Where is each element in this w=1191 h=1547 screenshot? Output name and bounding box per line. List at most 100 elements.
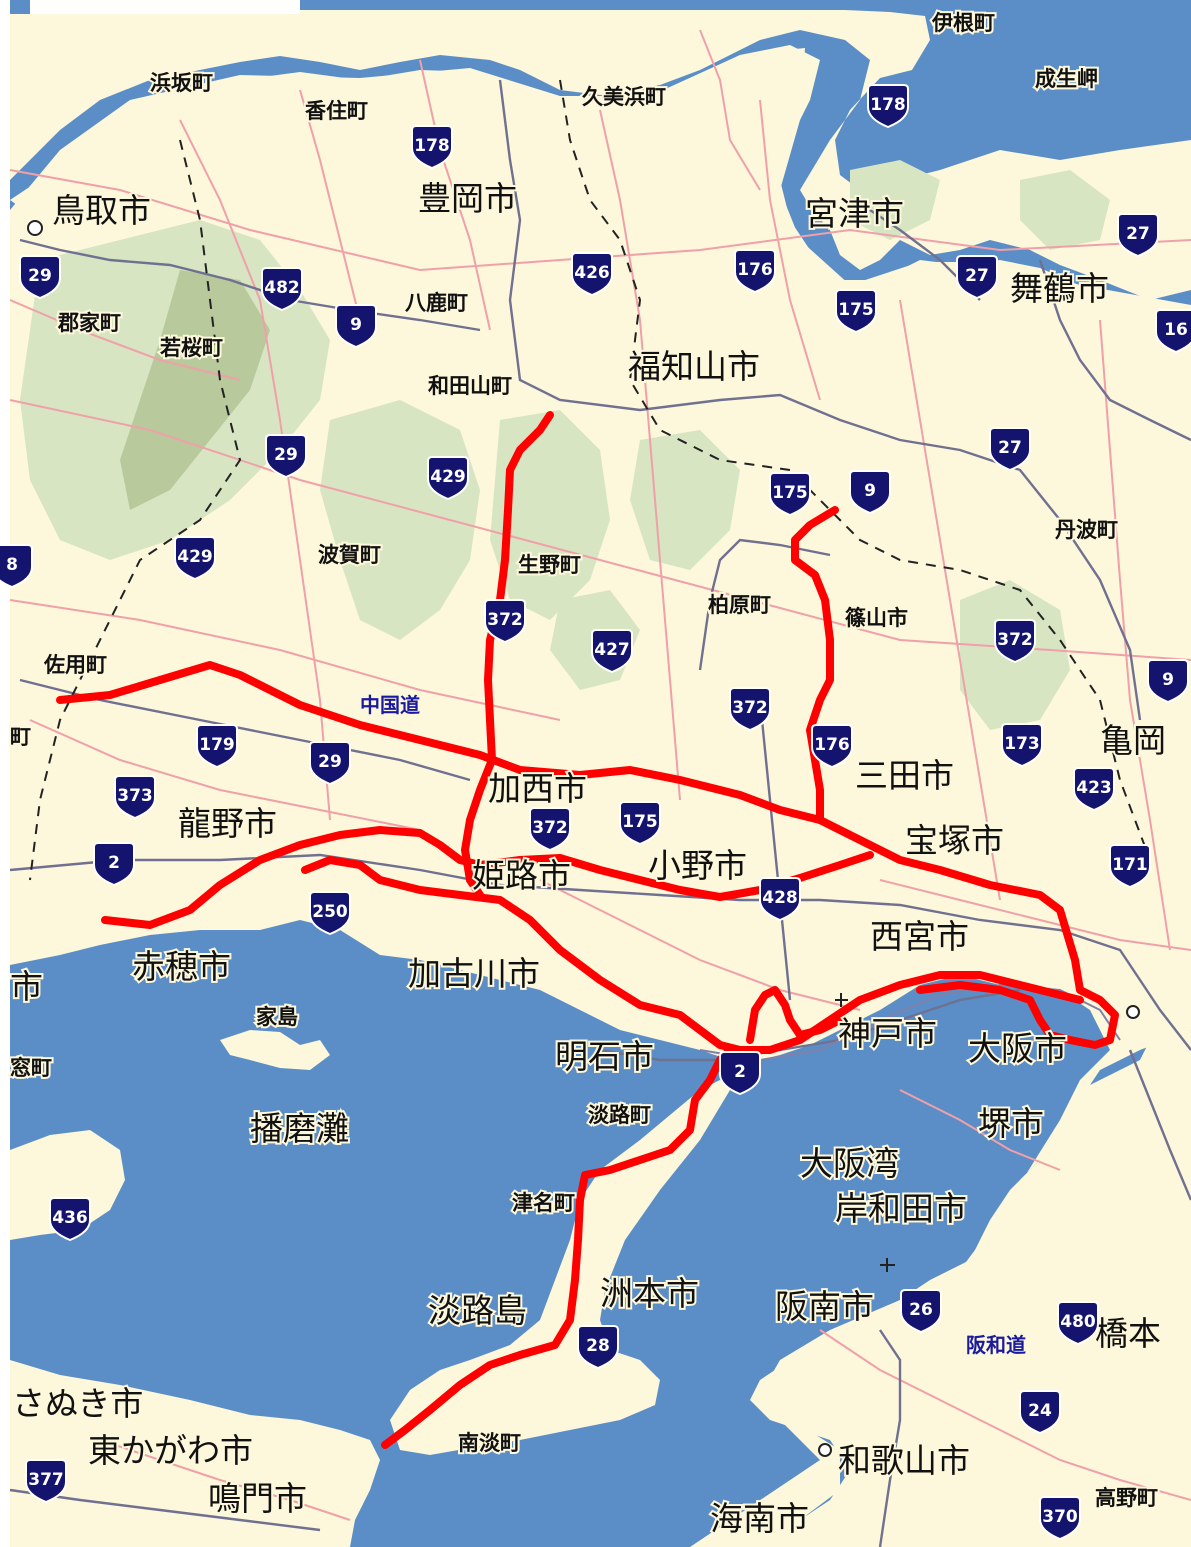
place-label-tatsuno: 龍野市 [178,804,277,843]
place-label-halo: 浜坂町 [150,71,213,95]
route-shield-number: 173 [1004,734,1040,754]
route-shield: 175 [769,472,811,517]
place-label-halo: 久美浜町 [582,85,666,109]
place-label-himeji: 姫路市 [472,856,571,895]
place-label-ikuno: 生野町 [518,553,581,577]
place-label-halo: 窓町 [10,1056,52,1080]
route-shield-number: 436 [52,1208,88,1228]
place-label-naruto: 鳴門市 [208,1479,307,1518]
route-shield-number: 480 [1060,1312,1096,1332]
route-shield: 377 [25,1459,67,1504]
highlighted-routes [56,411,1119,1449]
route-shield-number: 9 [1162,670,1174,690]
route-shield: 482 [261,267,303,312]
land-ieshima [220,1030,330,1070]
route-shield-number: 29 [28,266,52,286]
route-shield: 2 [719,1051,761,1096]
place-label-halo: 加西市 [488,769,587,808]
place-label-halo: 加古川市 [408,954,540,993]
route-shield-icon [529,807,571,852]
route-shield-icon [174,536,216,581]
expressway-label-hanwa: 阪和道 [966,1333,1026,1357]
route-shield-number: 29 [318,752,342,772]
place-label-fukuchiyama: 福知山市 [628,347,760,386]
place-label-kishiwada: 岸和田市 [835,1189,967,1228]
route-shield: 28 [577,1325,619,1370]
place-label-halo: 丹波町 [1055,518,1118,542]
route-shield: 423 [1073,767,1115,812]
place-label-wadayama: 和田山町 [428,374,512,398]
land-island-west [10,1130,125,1240]
place-label-halo: 郡家町 [57,311,121,335]
place-label-naruo: 成生岬 [1035,67,1098,91]
place-label-ako: 赤穂市 [132,947,231,986]
route-shield-number: 429 [430,467,466,487]
route-shield: 29 [309,741,351,786]
route-shield-icon [1001,723,1043,768]
route-shield-number: 9 [350,315,362,335]
place-label-halo: 和田山町 [428,374,512,398]
route-shield: 173 [1001,723,1043,768]
place-label-hannan: 阪南市 [775,1287,874,1326]
map-frame-left [0,0,10,1547]
route-shield-icon [196,724,238,769]
route-shield-icon [759,877,801,922]
place-label-wakayama: 和歌山市 [838,1441,970,1480]
route-shield-icon [261,267,303,312]
place-label-halo: さぬき市 [12,1384,143,1423]
route-shield-icon [0,544,33,589]
route-shield: 250 [309,891,351,936]
route-coastal [301,856,1084,1054]
place-label-halo: 三田市 [855,756,954,795]
place-label-tsuna: 津名町 [512,1191,575,1215]
place-label-halo: 南淡町 [458,1431,521,1455]
place-labels: 浜坂町浜坂町香住町香住町久美浜町久美浜町伊根町伊根町成生岬成生岬鳥取市鳥取市豊岡… [8,9,1168,1540]
route-shield-number: 27 [965,266,989,286]
route-shield-icon [1147,659,1189,704]
route-shield-number: 29 [274,445,298,465]
route-shield: 9 [335,304,377,349]
place-label-ine: 伊根町 [931,11,995,35]
place-label-halo: 鳴門市 [208,1479,307,1518]
route-shield-number: 28 [586,1336,610,1356]
route-shield-number: 8 [6,555,18,575]
place-label-halo: 海南市 [710,1499,809,1538]
route-shield-number: 426 [574,263,610,283]
route-shield: 176 [811,724,853,769]
place-label-sayo: 佐用町 [43,653,107,677]
place-label-yoka: 八鹿町 [405,291,468,315]
route-shield: 373 [114,775,156,820]
route-shield: 175 [835,289,877,334]
place-label-halo: 柏原町 [708,593,771,617]
place-label-osaka: 大阪市 [968,1029,1067,1068]
route-shield-icon [484,599,526,644]
route-shield: 372 [994,619,1036,664]
route-shield-icon [867,84,909,129]
place-label-sumoto: 洲本市 [600,1274,699,1313]
place-label-halo: 姫路市 [472,856,571,895]
route-shield: 372 [484,599,526,644]
route-shield: 370 [1039,1496,1081,1541]
expressway-label-chugoku: 中国道 [360,693,420,717]
route-shield-icon [734,249,776,294]
land-main [10,48,1191,1547]
route-shield-number: 428 [762,888,798,908]
route-shield: 8 [0,544,33,589]
place-label-higashikagawa: 東かがわ市 [88,1431,253,1470]
route-shield: 427 [591,629,633,674]
place-label-sakai: 堺市 [978,1104,1044,1143]
route-shield: 429 [427,456,469,501]
route-shield-number: 27 [998,438,1022,458]
place-label-halo: 大阪湾 [800,1144,899,1183]
place-label-halo: 洲本市 [600,1274,699,1313]
route-shield: 436 [49,1197,91,1242]
route-shield-icon [265,434,307,479]
place-label-hashimoto: 橋本 [1095,1314,1161,1353]
place-label-kumihama: 久美浜町 [582,85,666,109]
place-label-takarazuka: 宝塚市 [905,821,1004,860]
route-shield-number: 9 [864,481,876,501]
place-label-toyooka: 豊岡市 [418,179,517,218]
place-label-halo: 佐用町 [43,653,107,677]
place-label-halo: 家島 [256,1005,298,1029]
